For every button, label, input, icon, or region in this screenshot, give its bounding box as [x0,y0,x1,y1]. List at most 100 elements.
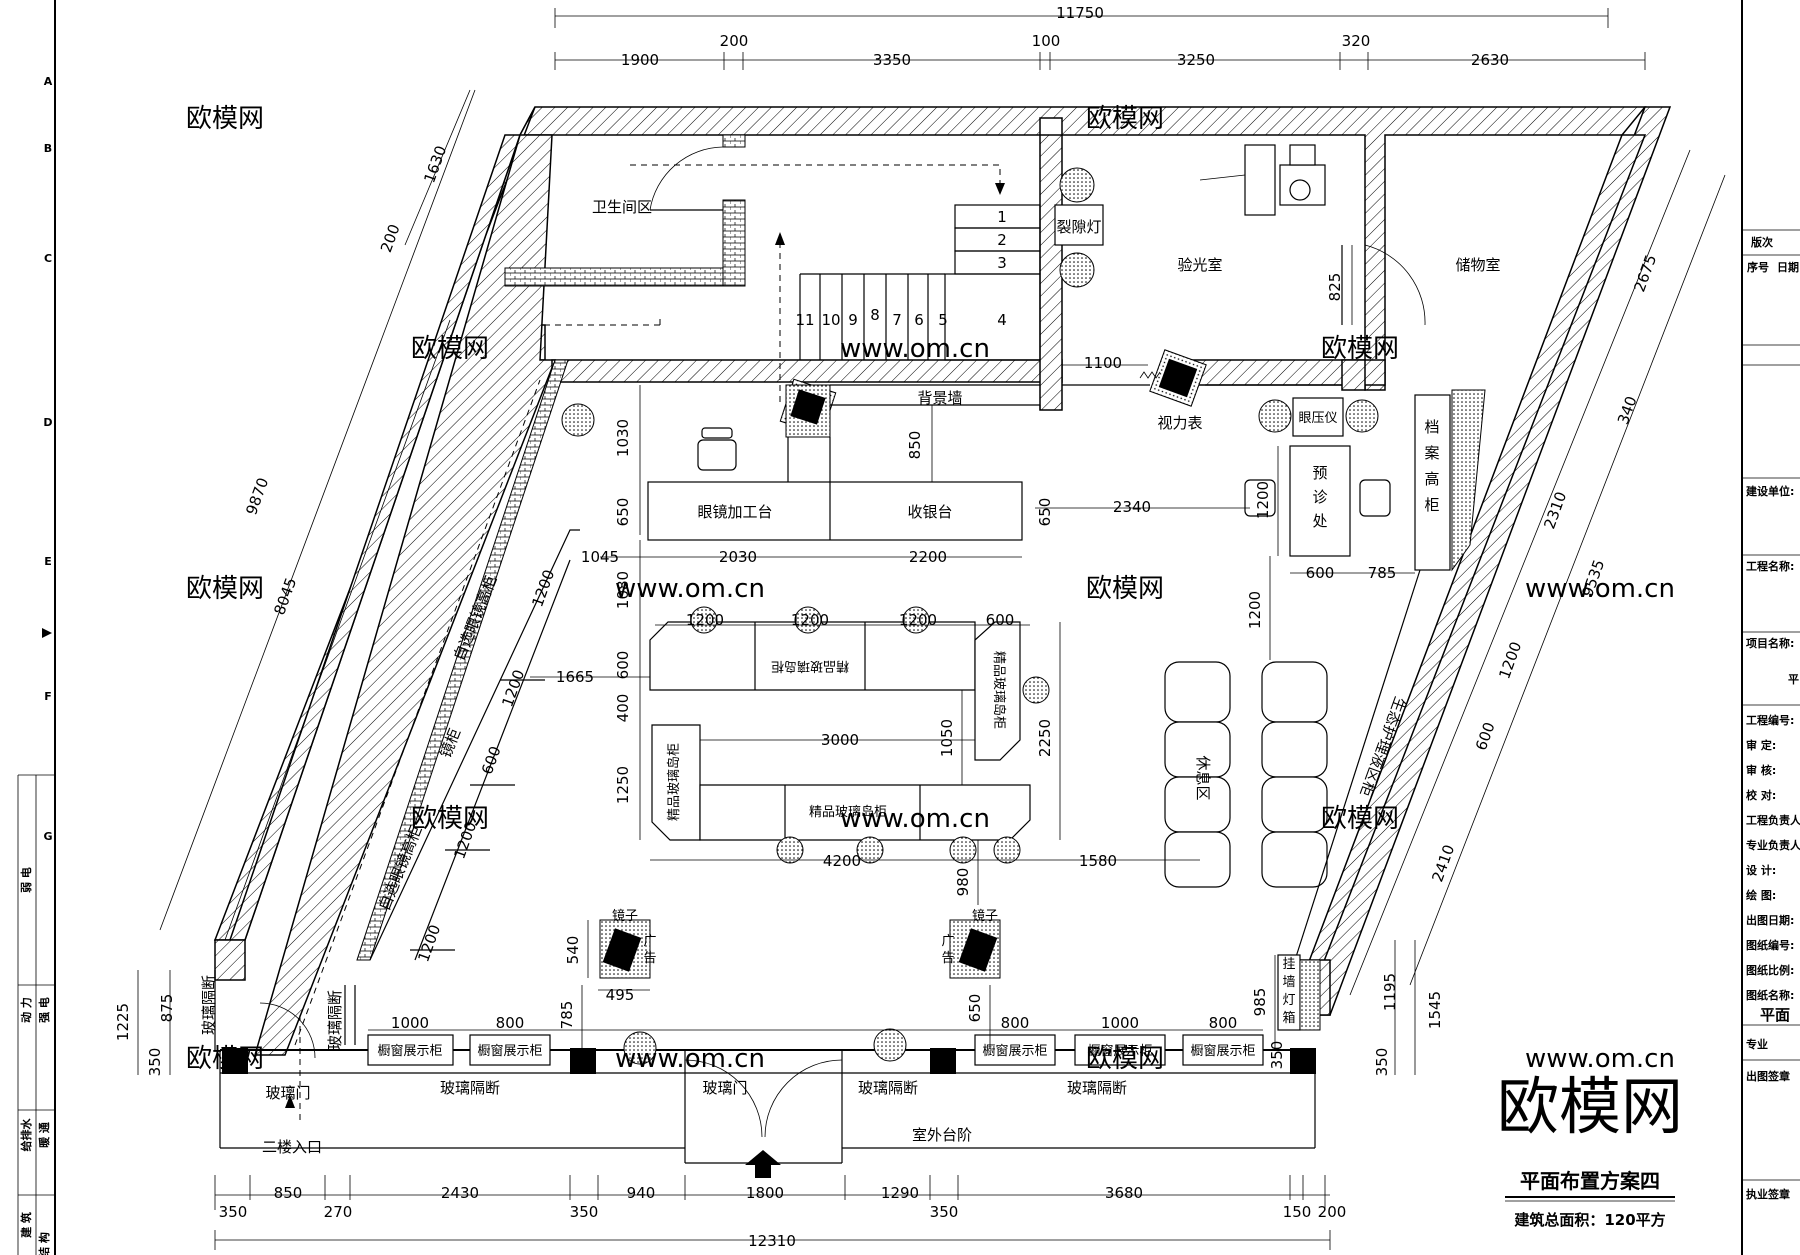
dim-785-f: 785 [558,1001,576,1030]
left-strip-4: 给排水 [19,1118,33,1152]
stair-4: 4 [997,311,1007,329]
dim-600: 600 [614,651,632,680]
outdoor-steps-label: 室外台阶 [912,1126,972,1144]
wall-lamp-char-1: 挂 [1282,957,1295,972]
dim-bot-9: 350 [930,1203,959,1221]
tb-sign2: 执业签章 [1746,1187,1790,1201]
dim-bot-5: 350 [570,1203,599,1221]
left-frame: 弱 电 动 力 强 电 给排水 暖 通 建 筑 结 构 A B C D E F … [17,0,56,1255]
wm-url-5: www.om.cn [1525,574,1675,604]
wm-small-6: 欧模网 [1086,574,1164,604]
dim-top-4: 100 [1032,32,1061,50]
wm-small-10: 欧模网 [1086,1044,1164,1074]
left-strip-3: 强 电 [37,997,51,1023]
front-wall-left [214,939,246,981]
tb-seq: 序号 [1747,260,1769,274]
vision-chart-label: 视力表 [1157,414,1202,432]
stair-9: 9 [848,311,858,329]
archive-char-2: 案 [1424,444,1439,462]
left-strip-6: 建 筑 [19,1212,33,1238]
tb-row-13: 图纸比例: [1746,963,1794,977]
dim-wall-600: 600 [478,744,505,777]
dim-2030: 2030 [719,548,757,566]
tb-row-1: 工程名称: [1746,559,1794,573]
title-block: 版次 序号 日期 建设单位: 工程名称: 项目名称: 平 工程编号: 审 定: … [1741,0,1800,1255]
slit-lamp-label: 裂隙灯 [1056,218,1101,236]
island-cabinets: 精品玻璃岛柜 精品玻璃岛柜 精品玻璃岛柜 精品玻璃岛柜 [649,621,1031,841]
glass-partition-mid-label: 玻璃隔断 [326,990,344,1050]
tb-row-2: 项目名称: [1746,636,1794,650]
dim-col-1200-a: 1200 [686,611,724,629]
ad-1-char-2: 告 [643,951,656,966]
dim-850: 850 [906,431,924,460]
stair-10: 10 [821,311,840,329]
dim-top-2: 200 [720,32,749,50]
archive-char-3: 高 [1424,470,1439,488]
right-outer-wall [1300,106,1672,1016]
wm-url-2: www.om.cn [615,574,765,604]
dim-left-v3: 350 [146,1048,164,1077]
tb-row-4: 审 定: [1746,738,1776,752]
dim-left-top-1: 1630 [420,143,450,185]
grid-letter-g: G [43,830,52,843]
tb-plan-name: 平面 [1760,1006,1790,1024]
dim-showcase-800-c: 800 [1209,1014,1238,1032]
dim-right-10: 350 [1373,1048,1391,1077]
watermark-large: 欧模网 [1497,1070,1683,1143]
glass-partition-1-label: 玻璃隔断 [440,1079,500,1097]
toilet-label: 卫生间区 [592,198,652,216]
glass-partition-left-label: 玻璃隔断 [200,975,218,1035]
dim-top-total: 11750 [1056,4,1104,22]
dim-1580: 1580 [1079,852,1117,870]
top-wall [518,106,1647,391]
plan-area: 建筑总面积：120平方 [1514,1211,1665,1229]
glass-door-main-label: 玻璃门 [702,1079,747,1097]
dim-2250: 2250 [1036,719,1054,757]
dim-bot-10: 3680 [1105,1184,1143,1202]
dim-showcase-1000-a: 1000 [391,1014,429,1032]
dim-bot-2: 850 [274,1184,303,1202]
dim-1250: 1250 [614,766,632,804]
dim-left-top-2: 200 [377,222,404,255]
storefront [214,970,1316,1178]
tb-row-5: 审 核: [1746,763,1776,777]
grid-letter-e: E [44,555,52,568]
dim-showcase-1000-b: 1000 [1101,1014,1139,1032]
dim-top-1: 1900 [621,51,659,69]
dim-right-6: 600 [1472,720,1499,753]
tb-row-0: 建设单位: [1746,484,1794,498]
glass-door-left-label: 玻璃门 [265,1084,310,1102]
rest-area-label: 休息区 [1194,755,1212,800]
mirror-1-label: 镜子 [612,909,638,924]
dim-2340: 2340 [1113,498,1151,516]
dim-right-2: 340 [1614,394,1641,427]
entrance-arrow-icon [745,1150,781,1178]
wm-small-2: 欧模网 [1086,104,1164,134]
dim-4200: 4200 [823,852,861,870]
top-dimensions: 11750 1900 200 3350 100 3250 320 2630 [554,4,1646,70]
dim-985: 985 [1251,988,1269,1017]
dim-bot-7: 1800 [746,1184,784,1202]
grid-letter-f: F [44,690,52,703]
wm-url-4: www.om.cn [615,1044,765,1074]
staircase: 1 2 3 4 5 6 7 8 9 10 11 [545,164,1041,402]
glass-partition-3-label: 玻璃隔断 [1067,1079,1127,1097]
tb-row-6: 校 对: [1746,788,1776,802]
tb-row-3: 工程编号: [1746,713,1794,727]
tb-row-9: 设 计: [1746,863,1776,877]
stair-3: 3 [997,254,1007,272]
tb-row-8: 专业负责人: [1746,838,1800,852]
wm-small-4: 欧模网 [1321,334,1399,364]
dim-350-f: 350 [1268,1041,1286,1070]
dim-1050: 1050 [938,719,956,757]
plan-title: 平面布置方案四 [1520,1169,1660,1193]
dim-bot-3: 270 [324,1203,353,1221]
tb-row-7: 工程负责人: [1746,813,1800,827]
dim-left-inner: 8045 [270,575,300,617]
archive-char-4: 柜 [1424,496,1439,514]
left-strip-5: 暖 通 [37,1122,51,1148]
wm-small-3: 欧模网 [411,334,489,364]
toilet-brick-top [722,134,746,148]
dim-right-5: 1200 [1495,639,1525,681]
dim-600-b: 600 [1306,564,1335,582]
